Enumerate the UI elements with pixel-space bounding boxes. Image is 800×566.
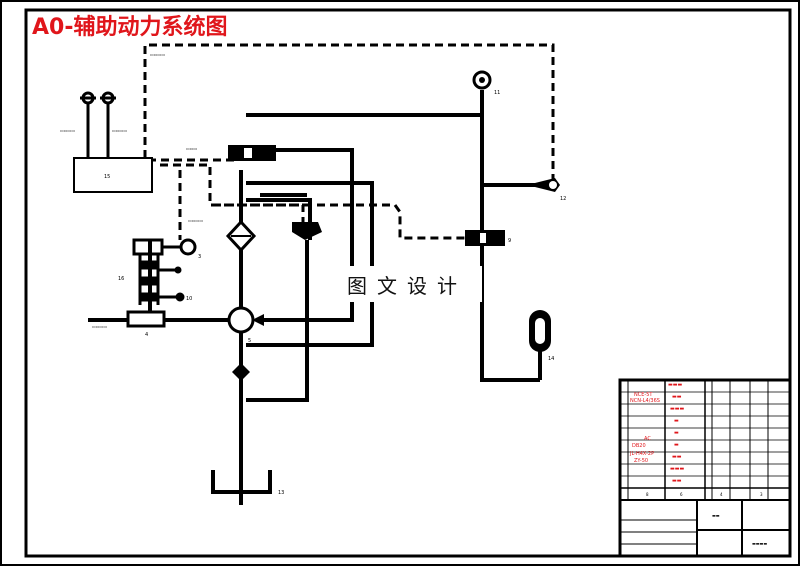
filter-lower xyxy=(232,363,250,381)
svg-text:▬: ▬ xyxy=(674,430,679,436)
engine-assembly xyxy=(126,238,197,328)
label-tank: 13 xyxy=(278,490,284,496)
label-gauge-11: 11 xyxy=(494,90,500,96)
svg-text:▬▬: ▬▬ xyxy=(672,454,682,460)
svg-text:8: 8 xyxy=(646,492,649,497)
label-3: 3 xyxy=(198,254,201,260)
label-valve-12: 12 xyxy=(560,196,566,202)
svg-text:▭▭▭: ▭▭▭ xyxy=(186,146,198,151)
reservoir-tank xyxy=(211,470,272,494)
svg-text:▬▬: ▬▬ xyxy=(672,478,682,484)
svg-text:6: 6 xyxy=(680,492,683,497)
label-accumulator-14: 14 xyxy=(548,356,554,362)
svg-text:▭▭▭▭: ▭▭▭▭ xyxy=(92,324,107,329)
label-motor-16: 16 xyxy=(118,276,124,282)
part-row-4: DB20 xyxy=(632,443,646,449)
part-row-5: JL-H4X-2P xyxy=(629,451,654,457)
directional-valve-upper xyxy=(228,145,276,161)
svg-text:▭▭▭▭: ▭▭▭▭ xyxy=(150,52,165,57)
part-row-3: AC xyxy=(644,436,651,442)
parts-table xyxy=(618,378,792,558)
svg-text:▬: ▬ xyxy=(674,418,679,424)
part-row-1: NCE-5T xyxy=(634,392,653,398)
gauge-pair xyxy=(80,91,116,158)
control-unit-box xyxy=(73,157,153,193)
hydraulic-pump xyxy=(227,306,255,334)
svg-text:▬▬▬: ▬▬▬ xyxy=(668,382,682,388)
svg-text:▬▬▬▬: ▬▬▬▬ xyxy=(752,541,767,546)
relief-valve xyxy=(292,222,322,240)
svg-text:▬▬: ▬▬ xyxy=(672,394,682,400)
svg-text:▬▬▬: ▬▬▬ xyxy=(670,466,684,472)
svg-text:3: 3 xyxy=(760,492,763,497)
leader-notes: ▭▭▭▭ ▭▭▭▭ ▭▭▭▭ ▭▭▭ ▭▭▭▭ ▭▭▭▭ xyxy=(60,52,203,329)
accumulator-14 xyxy=(529,310,551,352)
label-pump: 5 xyxy=(248,338,251,344)
drawing-title: A0-辅助动力系统图 xyxy=(32,14,227,40)
label-control-unit: 15 xyxy=(104,174,110,180)
title-block-marks: ▬▬ ▬▬▬▬ xyxy=(712,513,767,546)
part-row-6: ZY-50 xyxy=(634,458,648,464)
svg-text:▬: ▬ xyxy=(674,442,679,448)
part-row-2: NCN-L4/36S xyxy=(630,398,660,404)
sheet-inner-border xyxy=(24,8,792,558)
svg-text:▭▭▭▭: ▭▭▭▭ xyxy=(188,218,203,223)
svg-text:▭▭▭▭: ▭▭▭▭ xyxy=(112,128,127,133)
watermark-text: 图文设计 xyxy=(332,266,482,302)
label-10: 10 xyxy=(186,296,192,302)
svg-text:▬▬▬: ▬▬▬ xyxy=(670,406,684,412)
parts-table-text: NCE-5T NCN-L4/36S AC DB20 JL-H4X-2P ZY-5… xyxy=(629,382,684,484)
svg-text:▬▬: ▬▬ xyxy=(712,513,720,518)
pressure-gauge-11 xyxy=(472,70,492,90)
directional-valve-9 xyxy=(465,230,505,246)
svg-text:4: 4 xyxy=(720,492,723,497)
label-valve-9: 9 xyxy=(508,238,511,244)
parts-table-columns: 8 6 4 3 xyxy=(646,492,763,497)
pilot-lines xyxy=(143,43,555,240)
label-4: 4 xyxy=(145,332,148,338)
svg-text:▭▭▭▭: ▭▭▭▭ xyxy=(60,128,75,133)
